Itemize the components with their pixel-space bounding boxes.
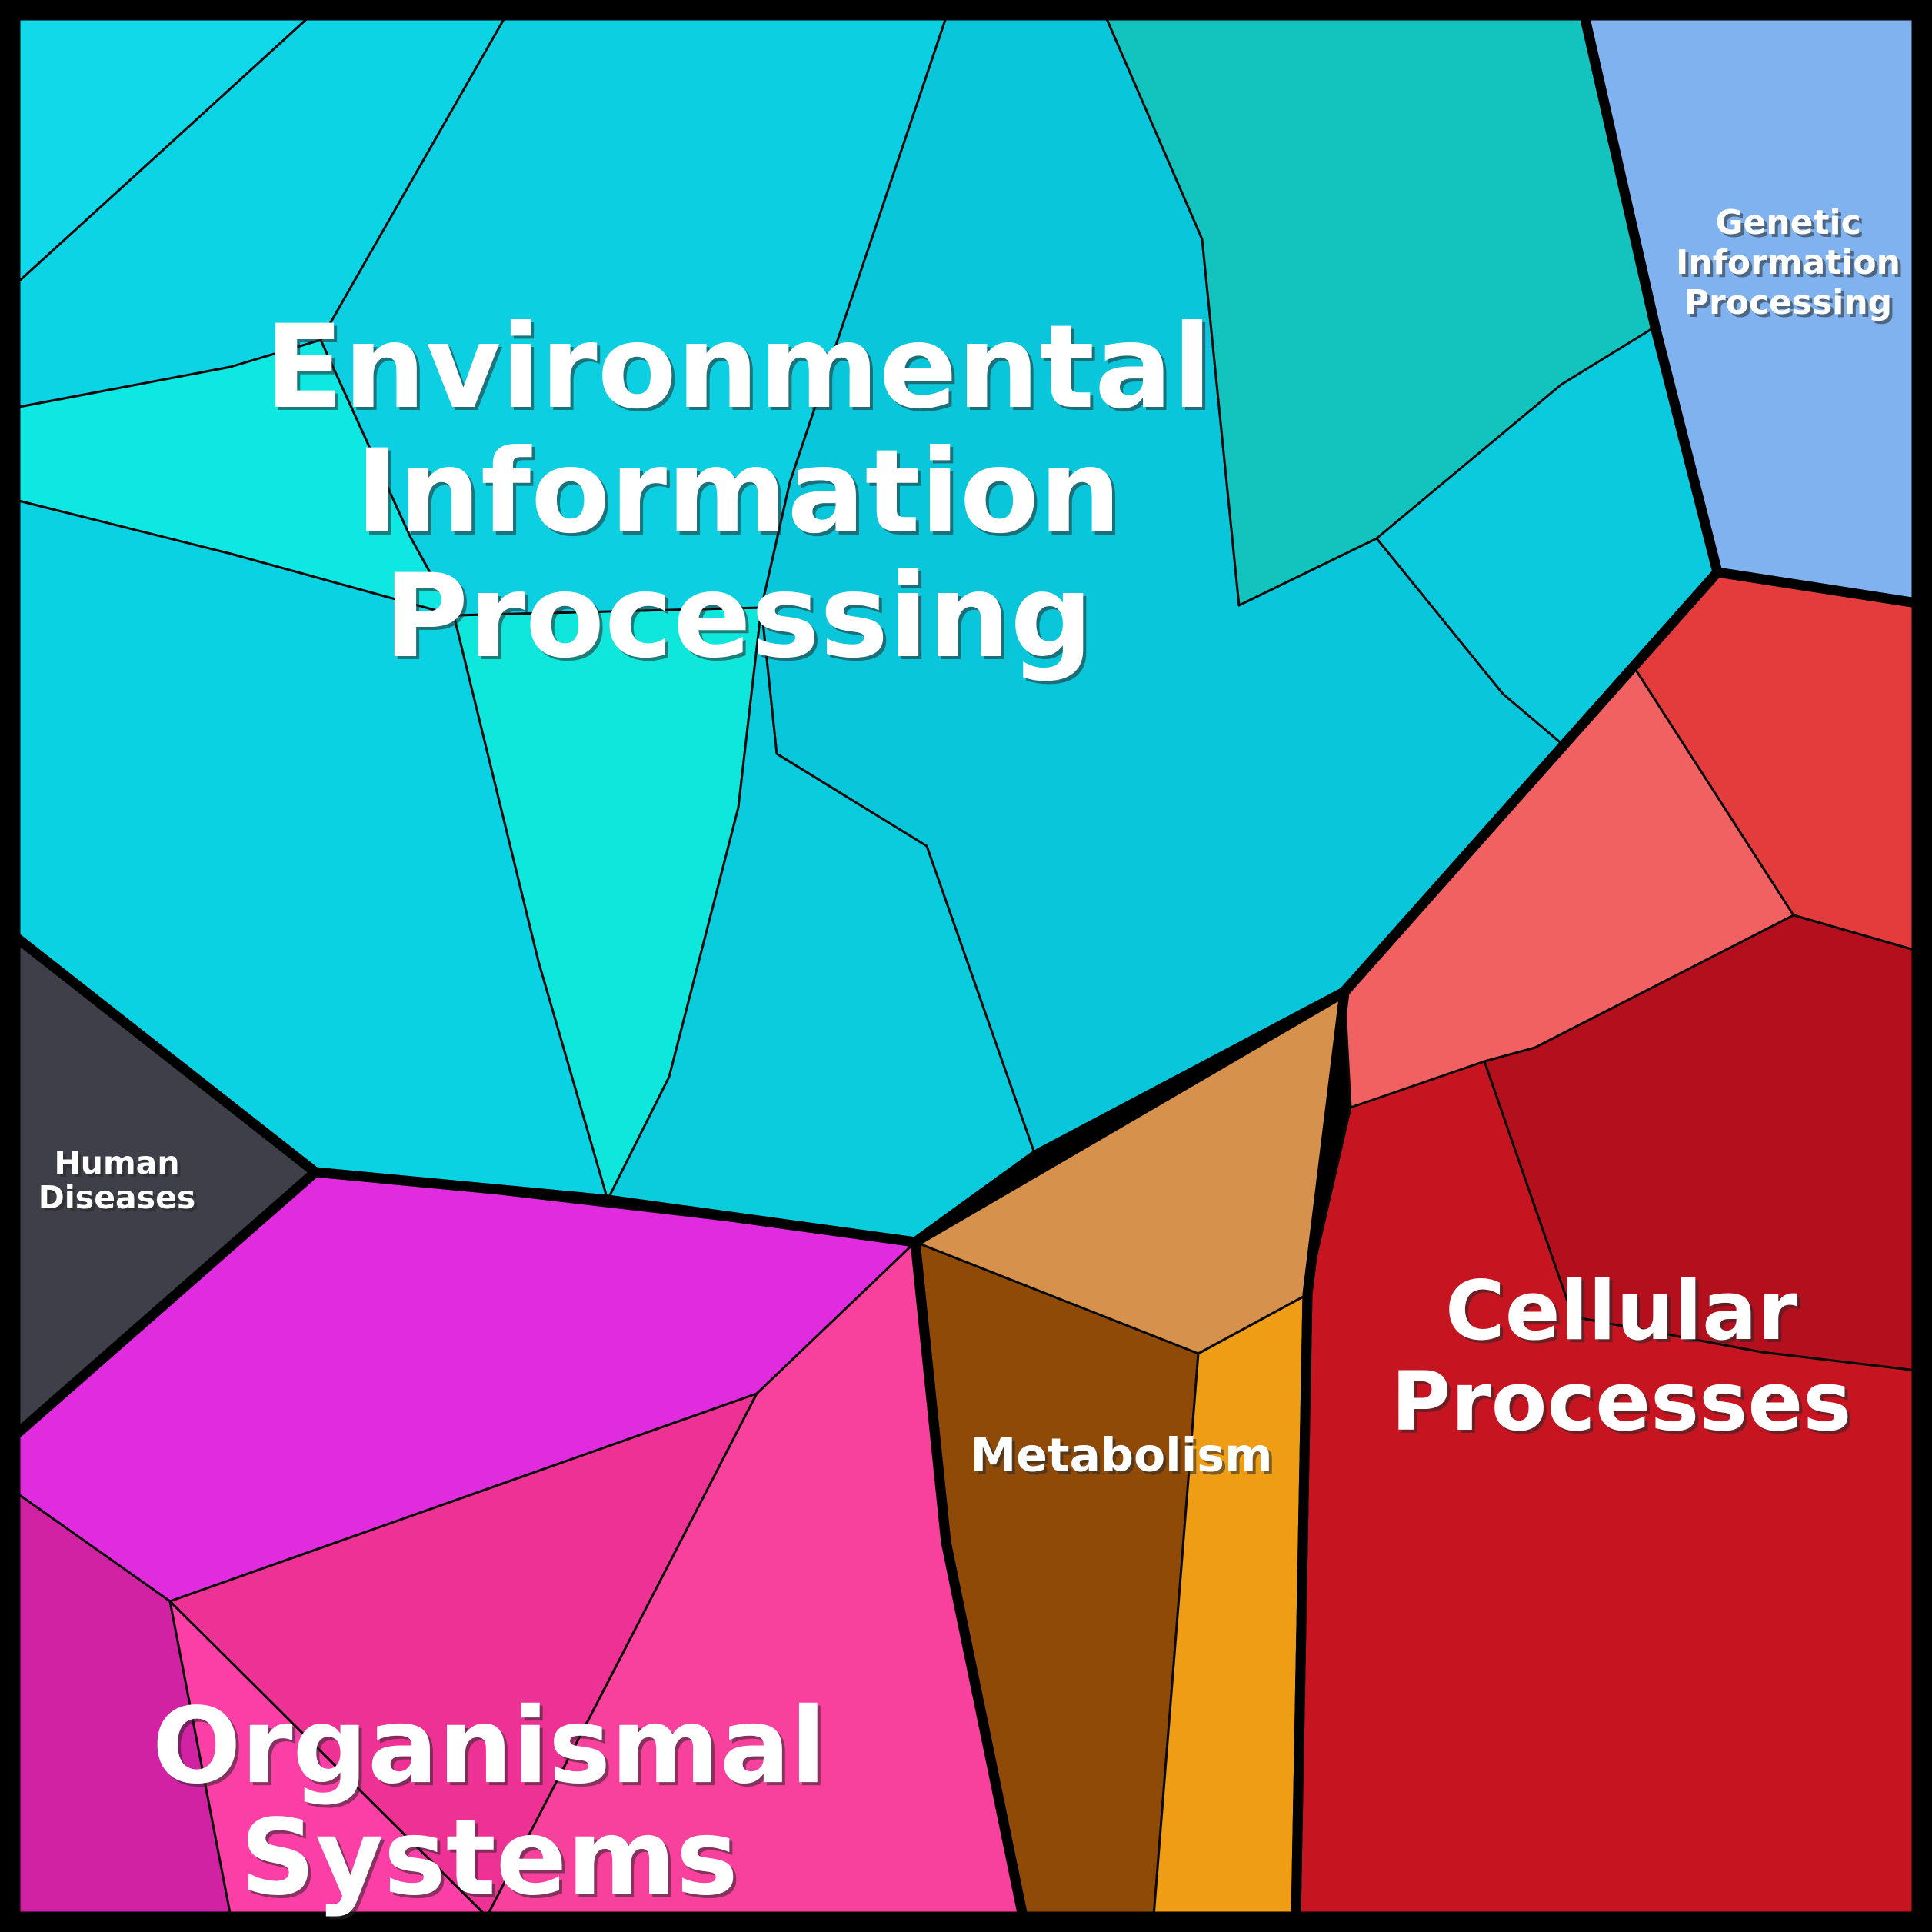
region-eip-label-shadow-line1: Environmental bbox=[268, 304, 1214, 438]
region-eip-label-line1: Environmental bbox=[265, 301, 1211, 435]
region-hd-label-line2: Diseases bbox=[38, 1179, 196, 1216]
region-eip-label-shadow-line2: Information bbox=[358, 428, 1124, 562]
region-os-label-line1: Organismal bbox=[152, 1686, 826, 1807]
region-hd-label-line1: Human bbox=[54, 1144, 179, 1181]
region-gip-label-shadow-line1: Genetic bbox=[1718, 206, 1864, 245]
region-met-label-shadow-line1: Metabolism bbox=[973, 1432, 1275, 1486]
region-eip-label-line3: Processing bbox=[384, 550, 1093, 684]
region-cp-label-line2: Processes bbox=[1391, 1354, 1852, 1449]
region-hd-label-shadow-line2: Diseases bbox=[42, 1182, 199, 1219]
region-cp-label-shadow-line1: Cellular bbox=[1448, 1267, 1800, 1361]
region-gip-label-shadow-line2: Information bbox=[1679, 246, 1904, 285]
region-gip-label-shadow-line3: Processing bbox=[1687, 286, 1895, 325]
region-gip-label-line2: Information bbox=[1676, 243, 1900, 282]
region-gip-label-line1: Genetic bbox=[1715, 203, 1860, 242]
region-hd-label-shadow-line1: Human bbox=[57, 1148, 182, 1184]
region-cp-label-line1: Cellular bbox=[1445, 1264, 1797, 1358]
region-cp-label-shadow-line2: Processes bbox=[1394, 1357, 1855, 1452]
region-os-label-shadow-line1: Organismal bbox=[155, 1689, 829, 1810]
region-eip-label-line2: Information bbox=[355, 425, 1121, 559]
region-eip-label-shadow-line3: Processing bbox=[387, 553, 1096, 687]
region-os-label-line2: Systems bbox=[240, 1797, 738, 1919]
region-os-label-shadow-line2: Systems bbox=[243, 1800, 741, 1922]
region-met-label-line1: Metabolism bbox=[970, 1429, 1272, 1483]
region-gip-label-line3: Processing bbox=[1684, 283, 1892, 322]
